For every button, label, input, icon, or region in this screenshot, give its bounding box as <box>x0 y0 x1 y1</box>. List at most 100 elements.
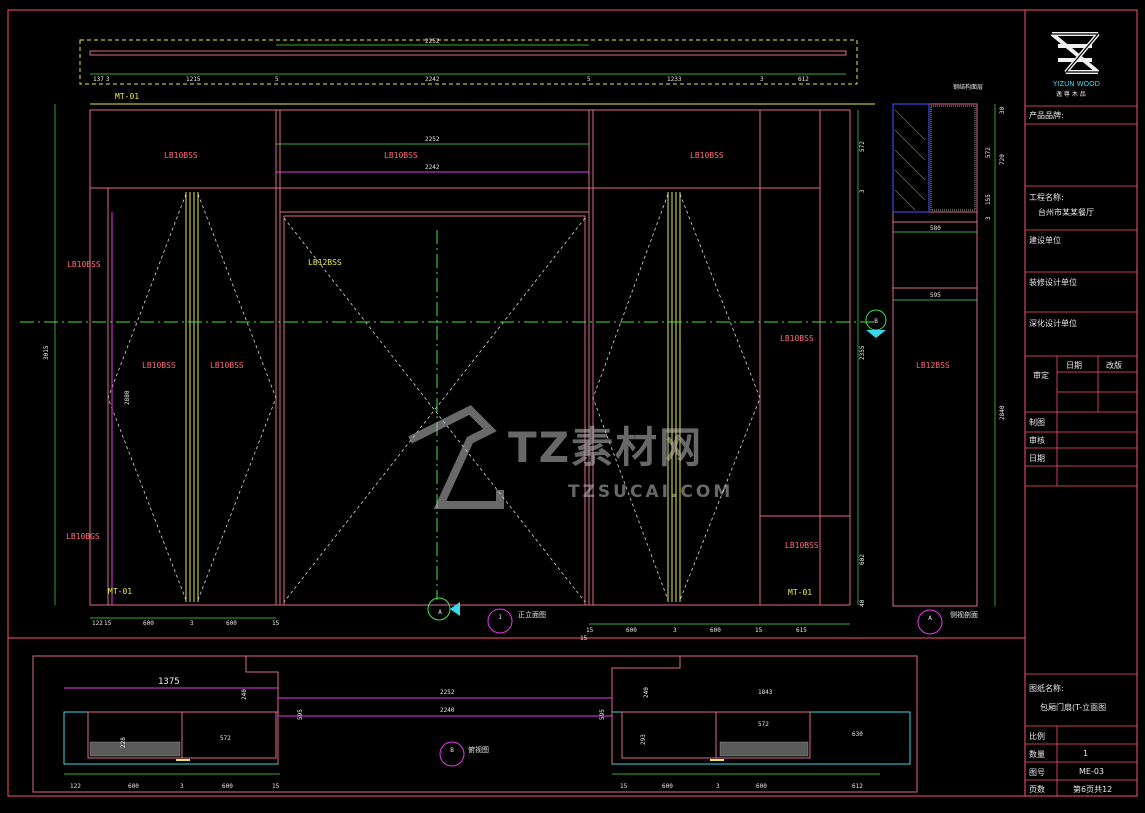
watermark-logo <box>408 405 504 509</box>
top-dim-6: 1233 <box>667 76 682 83</box>
section-blue-block <box>892 103 930 213</box>
caption-circle-1 <box>487 608 513 634</box>
label-base-left: LB10BGS <box>66 532 100 541</box>
plan-marker-label: B <box>450 747 454 754</box>
right-height-4: 40 <box>859 599 866 607</box>
plan-frame <box>32 655 918 793</box>
sec-top-label: 钢结构面层 <box>953 83 983 91</box>
right-height-3: 602 <box>859 554 866 565</box>
plan-dim-0: 1375 <box>158 677 180 687</box>
tb-scale-label: 比例 <box>1029 732 1045 741</box>
sec-v-2: 720 <box>999 154 1006 165</box>
tb-page-label: 页数 <box>1029 785 1045 794</box>
side-section-frame <box>892 103 978 607</box>
plan-br-3: 600 <box>756 783 767 790</box>
bottom-left-5: 15 <box>272 620 280 627</box>
tb-qty-value: 1 <box>1083 749 1089 758</box>
tb-drawn: 制图 <box>1029 418 1045 427</box>
tb-page-value: 第6页共12 <box>1073 785 1113 794</box>
label-mt-bottom-right: MT-01 <box>788 588 812 597</box>
top-dim-2: 1215 <box>186 76 201 83</box>
plan-bl-4: 15 <box>272 783 280 790</box>
tb-drawing-name-value: 包厢门扇(T-立面图 <box>1040 703 1107 712</box>
plan-br-4: 612 <box>852 783 863 790</box>
tb-drawing-name-label: 图纸名称: <box>1029 684 1064 693</box>
sec-v-3: 155 <box>985 194 992 205</box>
sec-v-4: 3 <box>985 216 992 220</box>
label-head-mid: LB10BSS <box>384 151 418 160</box>
door-height: 2880 <box>124 390 131 405</box>
marker-A-section <box>917 609 943 635</box>
top-dim-8: 612 <box>798 76 809 83</box>
label-head-right: LB10BSS <box>690 151 724 160</box>
sec-h-0: 580 <box>930 225 941 232</box>
top-dim-1: 3 <box>106 76 110 83</box>
caption-num: 1 <box>498 614 502 621</box>
top-dim-4: 2242 <box>425 76 440 83</box>
tb-construction: 建设单位 <box>1029 236 1061 245</box>
marker-A-elevation <box>427 597 460 621</box>
section-caption-extra: 15 <box>580 635 588 642</box>
leaf-strips <box>185 192 681 602</box>
label-leaf-left-1: LB10BSS <box>142 361 176 370</box>
tb-dwg-no-value: ME-03 <box>1079 767 1105 776</box>
logo-name: YIZUN WOOD <box>1053 80 1101 88</box>
elevation-panels <box>89 109 851 606</box>
bottom-left-2: 600 <box>143 620 154 627</box>
bottom-right-5: 615 <box>796 627 807 634</box>
inner-dim-0: 2252 <box>425 136 440 143</box>
plan-inner-4: 293 <box>640 734 647 745</box>
title-block-grid <box>1025 105 1137 796</box>
label-mt-bottom-left: MT-01 <box>108 587 132 596</box>
tb-checked: 审核 <box>1029 436 1045 445</box>
top-view-outline <box>79 39 858 85</box>
tb-date-head: 日期 <box>1066 361 1082 370</box>
plan-dim-2: 2252 <box>440 689 455 696</box>
section-hatch <box>894 109 926 211</box>
watermark-url: TZSUCAI.COM <box>568 482 734 502</box>
label-side-left: LB10BSS <box>67 260 101 269</box>
marker-B-plan <box>439 741 465 767</box>
top-dim-5: 5 <box>587 76 591 83</box>
sec-h-1: 595 <box>930 292 941 299</box>
plan-dim-5: 595 <box>599 709 606 720</box>
plan-dim-6: 1843 <box>758 689 773 696</box>
plan-bl-2: 3 <box>180 783 184 790</box>
left-height: 3015 <box>43 345 50 360</box>
plan-inner-2: 630 <box>852 731 863 738</box>
marker-B-label: B <box>874 318 878 325</box>
section-caption: 侧视剖面 <box>950 610 978 619</box>
plan-dim-1: 240 <box>241 689 248 700</box>
plan-dim-3: 2240 <box>440 707 455 714</box>
label-section: LB12BSS <box>916 361 950 370</box>
tb-qty-label: 数量 <box>1029 750 1045 759</box>
plan-br-1: 600 <box>662 783 673 790</box>
tb-deep-design: 深化设计单位 <box>1029 319 1077 328</box>
label-head-left: LB10BSS <box>164 151 198 160</box>
top-dim-0: 137 <box>93 76 104 83</box>
sec-v-1: 572 <box>985 147 992 158</box>
tb-product: 产品品牌: <box>1029 111 1064 120</box>
tb-review: 审定 <box>1033 371 1049 380</box>
inner-dim-1: 2242 <box>425 164 440 171</box>
watermark-brand: TZ素材网 <box>508 423 704 472</box>
section-insulation <box>930 105 976 211</box>
plan-dim-4: 595 <box>297 709 304 720</box>
bottom-left-3: 3 <box>190 620 194 627</box>
plan-bl-1: 600 <box>128 783 139 790</box>
tb-revise-head: 改版 <box>1106 361 1122 370</box>
plan-inner-0: 572 <box>220 735 231 742</box>
bottom-right-3: 600 <box>710 627 721 634</box>
top-total: 2252 <box>425 38 440 45</box>
label-base-right: LB10BSS <box>785 541 819 550</box>
label-door-center: LB12BSS <box>308 258 342 267</box>
plan-bl-0: 122 <box>70 783 81 790</box>
top-dim-3: 5 <box>275 76 279 83</box>
bottom-right-1: 600 <box>626 627 637 634</box>
bottom-right-2: 3 <box>673 627 677 634</box>
tb-project-value: 台州市某某餐厅 <box>1038 208 1094 217</box>
label-mt-top: MT-01 <box>115 92 139 101</box>
plan-insulation <box>89 741 809 757</box>
